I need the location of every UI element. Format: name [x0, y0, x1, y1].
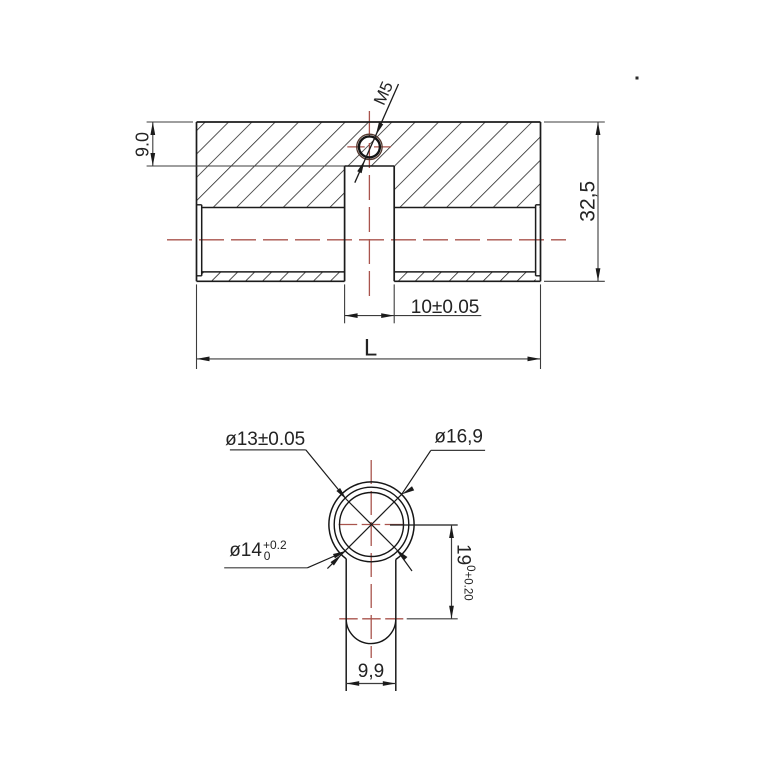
svg-text:ø16,9: ø16,9	[434, 427, 483, 448]
svg-text:L: L	[364, 335, 377, 362]
svg-text:ø13±0.05: ø13±0.05	[225, 429, 305, 450]
svg-text:+0.2: +0.2	[263, 538, 287, 552]
svg-text:32,5: 32,5	[576, 181, 599, 222]
svg-text:ø14: ø14	[229, 540, 262, 561]
svg-text:0: 0	[264, 549, 271, 563]
svg-text:10±0.05: 10±0.05	[411, 297, 480, 318]
svg-text:9.0: 9.0	[133, 132, 153, 157]
svg-text:9,9: 9,9	[358, 661, 384, 682]
